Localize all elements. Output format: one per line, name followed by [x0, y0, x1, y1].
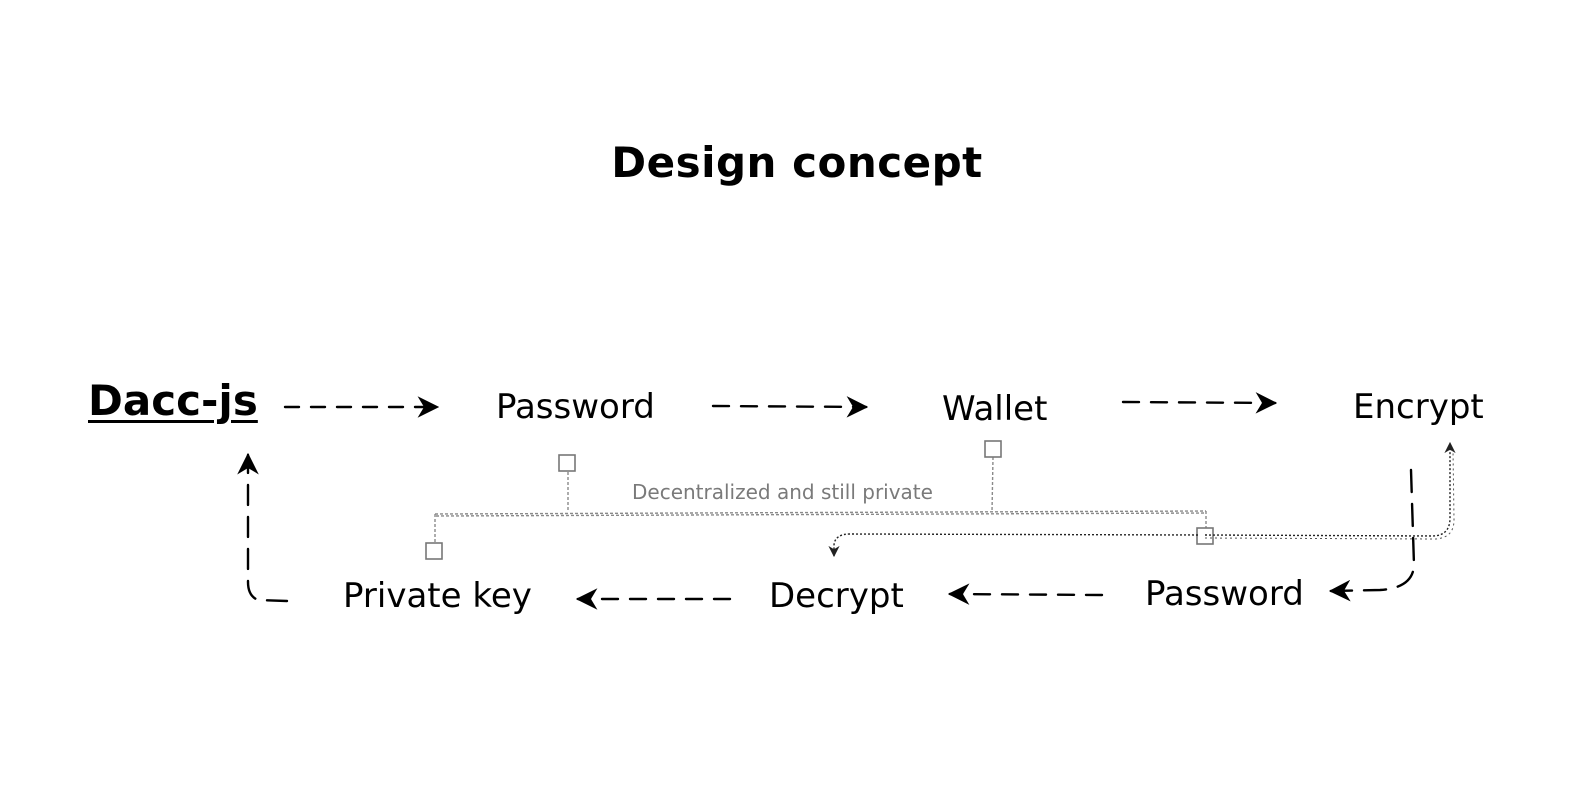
- annotation-connectors: [434, 456, 1207, 544]
- node-private-key: Private key: [343, 576, 532, 616]
- arrow-password-to-decrypt: [947, 583, 1104, 605]
- dotted-arrow-to-encrypt: [1204, 441, 1456, 537]
- node-password-top: Password: [496, 387, 655, 427]
- arrow-wallet-to-encrypt: [1121, 392, 1278, 414]
- node-wallet: Wallet: [942, 389, 1048, 429]
- arrow-encrypt-to-password: [1328, 468, 1416, 602]
- anchor-password-top: [558, 454, 576, 472]
- node-encrypt: Encrypt: [1353, 387, 1484, 427]
- arrow-password-to-wallet: [711, 396, 869, 418]
- dotted-arrow-to-encrypt-double: [1204, 449, 1455, 540]
- page-title: Design concept: [611, 138, 983, 187]
- arrow-private-key-to-dacc: [237, 452, 289, 603]
- node-password-bottom: Password: [1145, 574, 1304, 614]
- anchor-password-bottom: [1196, 527, 1214, 545]
- node-dacc-js: Dacc-js: [88, 376, 258, 425]
- anchor-wallet: [984, 440, 1002, 458]
- anchor-private-key: [425, 542, 443, 560]
- node-decrypt: Decrypt: [769, 576, 904, 616]
- annotation-text: Decentralized and still private: [632, 480, 933, 504]
- dotted-arrow-to-decrypt: [828, 533, 1199, 558]
